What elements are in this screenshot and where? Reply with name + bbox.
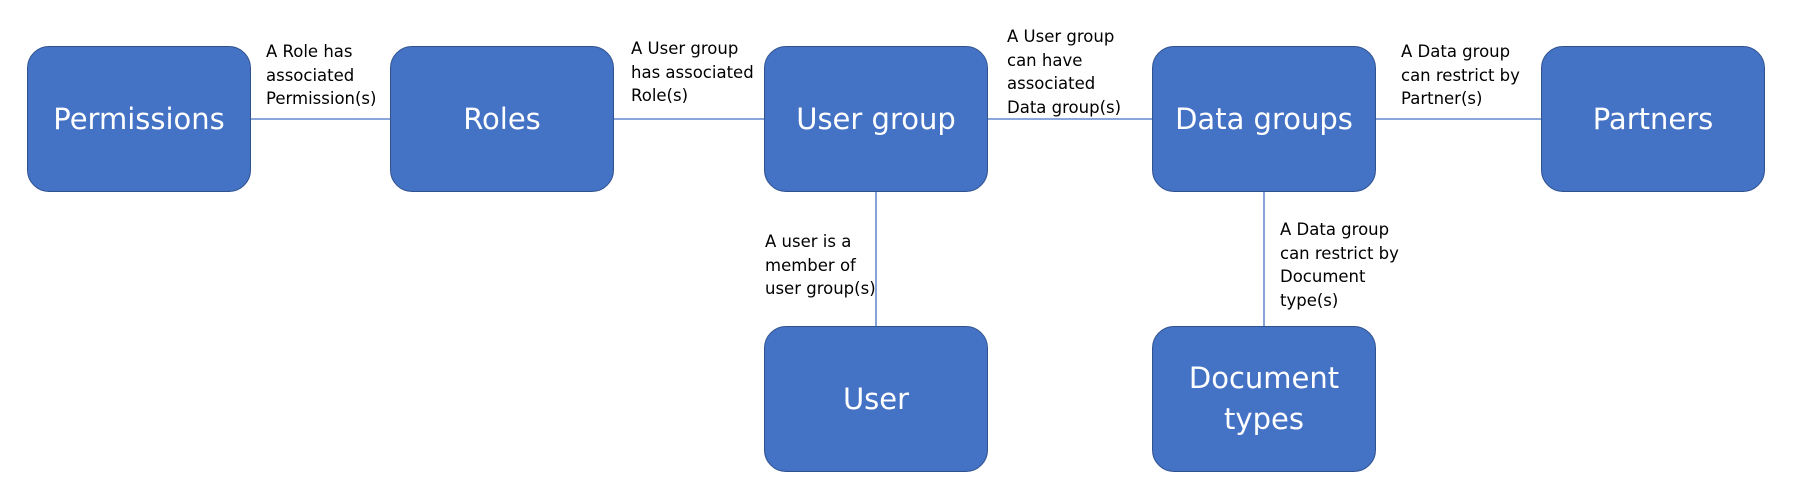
edge-label-user-user-group: A user is a member of user group(s): [765, 232, 876, 298]
permissions-node[interactable]: Permissions: [27, 46, 251, 192]
edge-label-data-groups-document-types: A Data group can restrict by Document ty…: [1280, 220, 1399, 310]
user-node[interactable]: User: [764, 326, 988, 472]
user-group-node-label: User group: [796, 101, 956, 136]
edge-label-user-group-roles: A User group has associated Role(s): [631, 39, 754, 105]
edge-label-roles-permissions: A Role has associated Permission(s): [266, 42, 377, 108]
edge-label-data-groups-partners: A Data group can restrict by Partner(s): [1401, 42, 1520, 108]
partners-node-label: Partners: [1592, 101, 1714, 136]
data-groups-node-label: Data groups: [1175, 101, 1353, 136]
data-groups-node[interactable]: Data groups: [1152, 46, 1376, 192]
document-types-node-label: Document types: [1188, 361, 1340, 436]
roles-node-label: Roles: [463, 101, 541, 136]
user-node-label: User: [842, 381, 910, 416]
user-group-node[interactable]: User group: [764, 46, 988, 192]
permissions-node-label: Permissions: [53, 101, 225, 136]
document-types-node[interactable]: Document types: [1152, 326, 1376, 472]
partners-node[interactable]: Partners: [1541, 46, 1765, 192]
roles-node[interactable]: Roles: [390, 46, 614, 192]
edge-label-user-group-data-groups: A User group can have associated Data gr…: [1007, 27, 1122, 117]
